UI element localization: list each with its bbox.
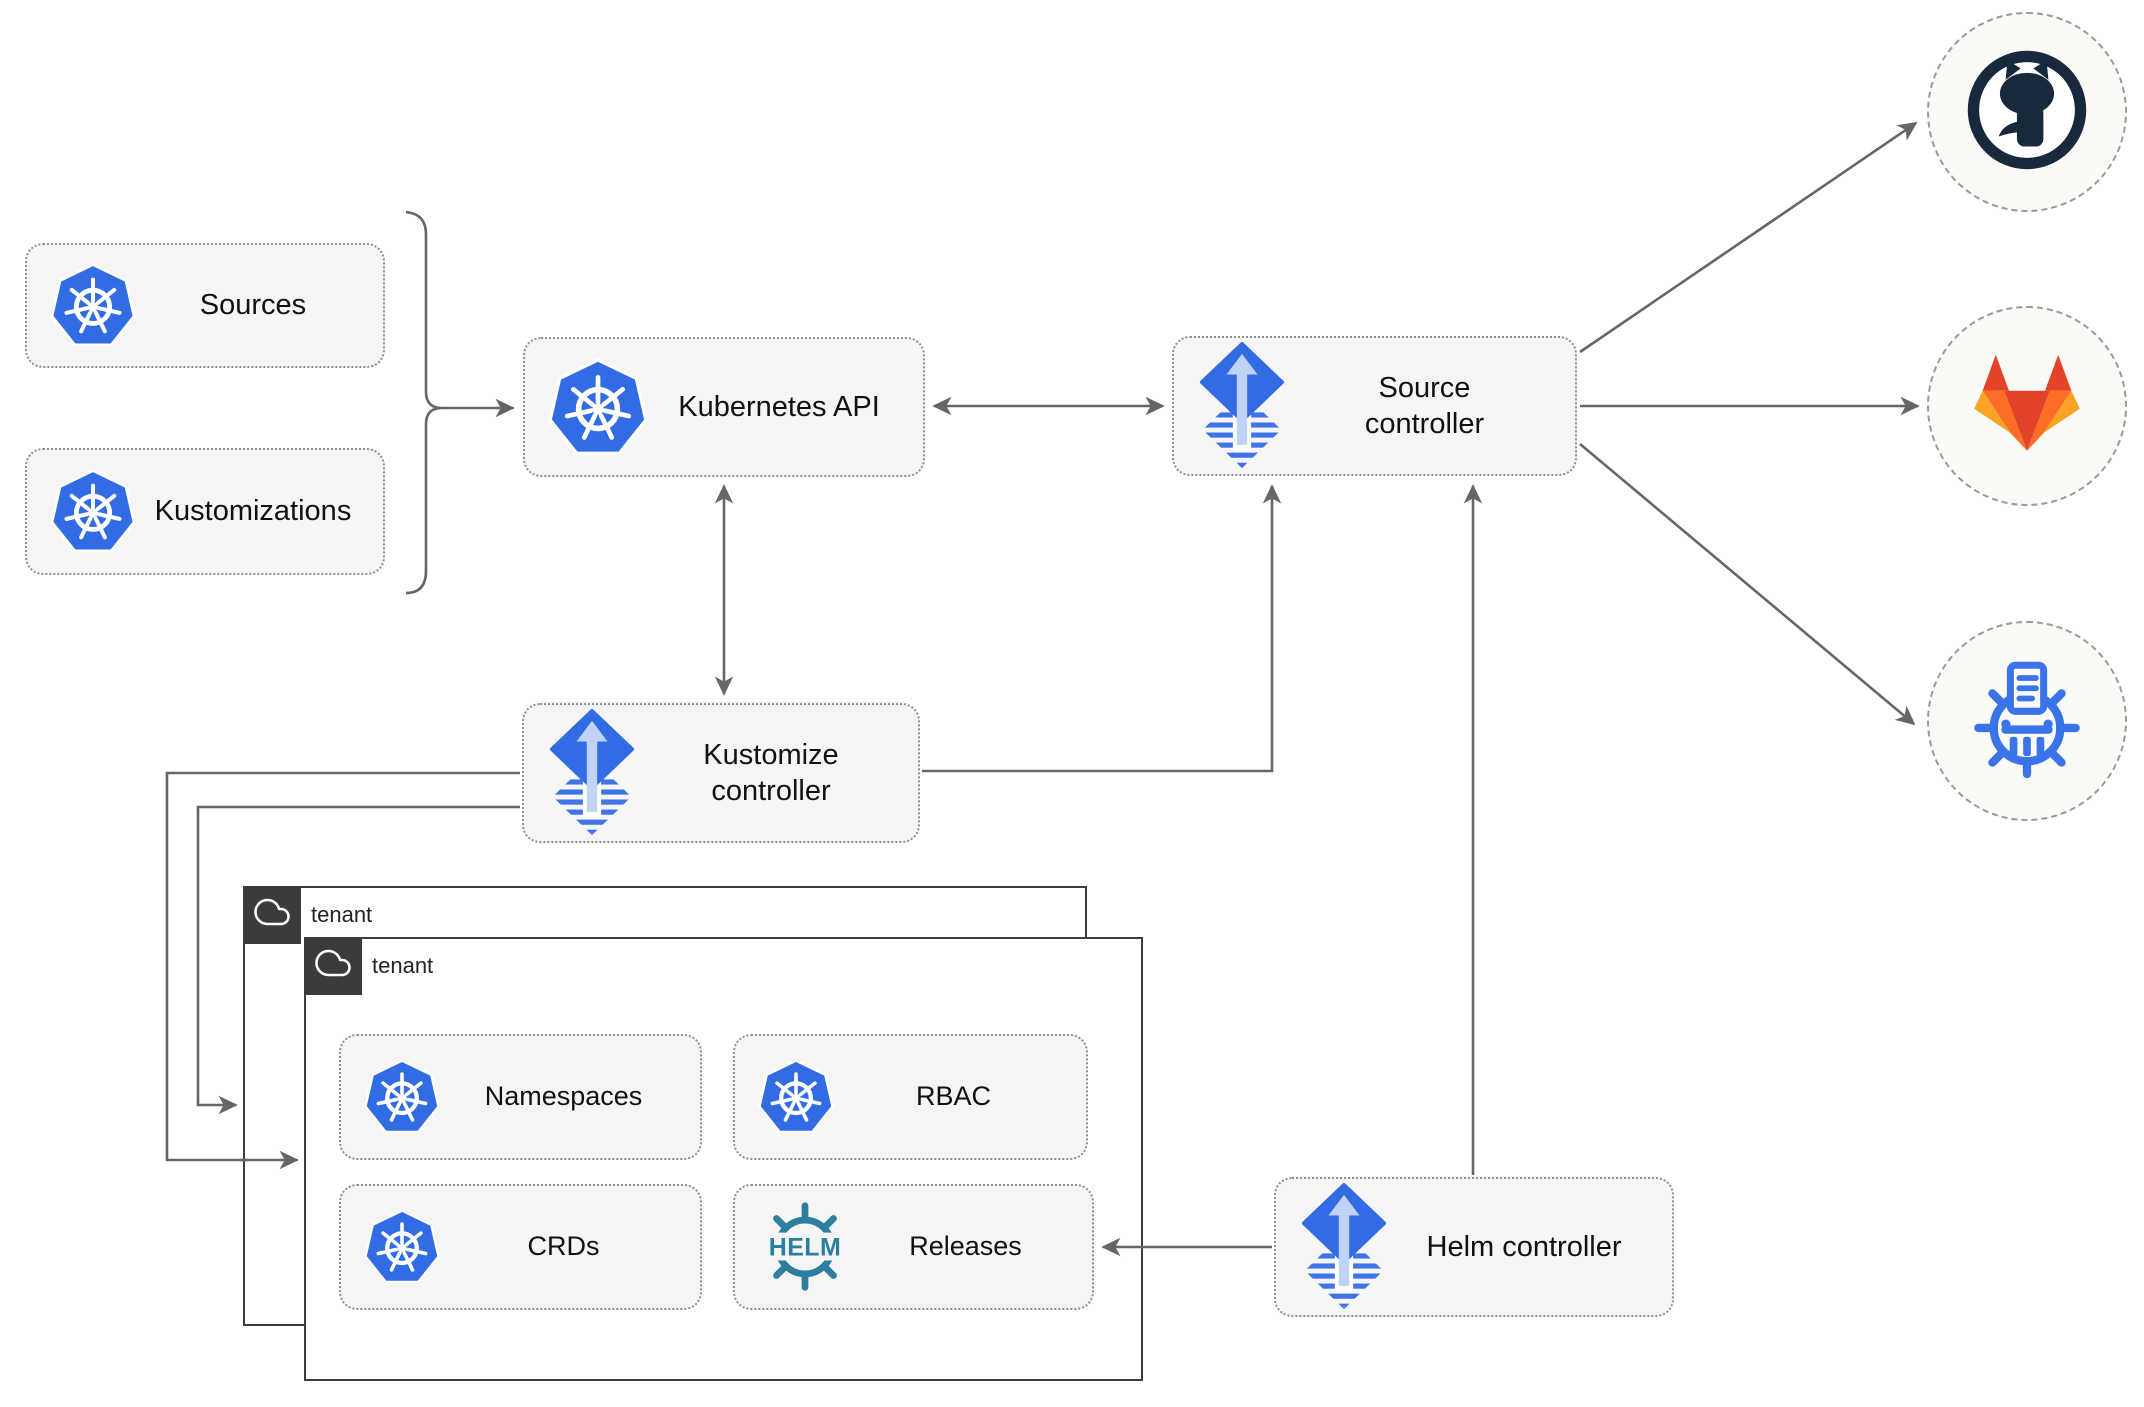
node-label: Helm controller <box>1426 1230 1622 1263</box>
tenant-header <box>242 885 301 944</box>
tenant-label: tenant <box>311 901 373 927</box>
helm-repository-icon <box>1963 655 2091 788</box>
node-kubernetes-api: Kubernetes API <box>523 337 925 477</box>
node-label: Releases <box>909 1231 1022 1262</box>
node-label: Source controller <box>1364 371 1485 440</box>
node-namespaces: Namespaces <box>339 1034 702 1160</box>
endpoint-github <box>1927 12 2127 212</box>
helm-icon: HELM <box>757 1199 853 1295</box>
node-sources: Sources <box>25 243 385 368</box>
cloud-icon <box>314 945 351 986</box>
kubernetes-icon <box>363 1059 441 1135</box>
kubernetes-icon <box>757 1059 835 1135</box>
node-label: Kustomizations <box>154 495 352 528</box>
kubernetes-icon <box>49 263 137 348</box>
arrow-source-to-github <box>1579 121 1918 354</box>
flux-icon <box>1196 342 1288 470</box>
node-label: CRDs <box>527 1231 600 1262</box>
node-label: RBAC <box>915 1081 991 1112</box>
bracket-left-group <box>405 210 444 595</box>
github-icon <box>1964 47 2090 178</box>
tenant-header <box>303 936 362 995</box>
node-releases: HELM Releases <box>733 1184 1094 1310</box>
flux-icon <box>546 709 638 837</box>
helm-logo-text: HELM <box>769 1234 842 1262</box>
node-label: Namespaces <box>484 1081 643 1112</box>
arrow-source-to-helm-repository <box>1579 443 1916 726</box>
kubernetes-icon <box>49 469 137 554</box>
node-rbac: RBAC <box>733 1034 1088 1160</box>
node-label: Kustomize controller <box>703 738 839 807</box>
kubernetes-icon <box>363 1209 441 1285</box>
node-kustomize-controller: Kustomize controller <box>522 703 920 843</box>
endpoint-helm-repository <box>1927 621 2127 821</box>
node-crds: CRDs <box>339 1184 702 1310</box>
tenant-label: tenant <box>372 952 434 978</box>
arrow-kustomize-to-source <box>922 484 1282 773</box>
kubernetes-icon <box>547 358 649 457</box>
cloud-icon <box>253 894 290 935</box>
node-helm-controller: Helm controller <box>1274 1177 1674 1317</box>
node-source-controller: Source controller <box>1172 336 1577 476</box>
node-kustomizations: Kustomizations <box>25 448 385 575</box>
gitlab-icon <box>1967 351 2087 462</box>
endpoint-gitlab <box>1927 306 2127 506</box>
node-label: Sources <box>199 289 307 322</box>
flux-icon <box>1298 1183 1390 1311</box>
node-label: Kubernetes API <box>678 390 880 423</box>
